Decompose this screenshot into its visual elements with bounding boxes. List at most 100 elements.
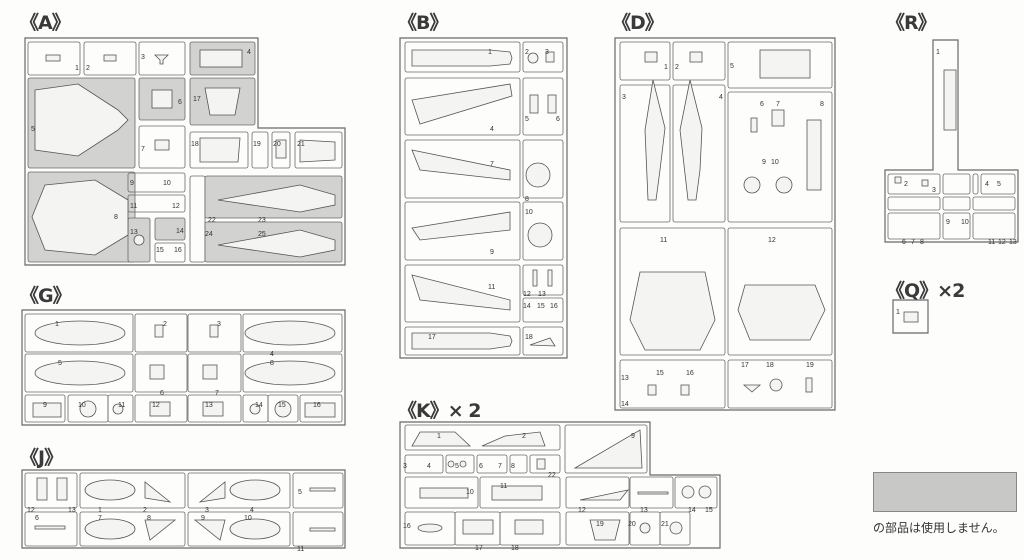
part-number: 9 <box>631 433 635 440</box>
part-cell <box>138 125 186 169</box>
part-outline <box>34 525 66 530</box>
sprue-q: 1 <box>892 299 929 334</box>
part-number: 16 <box>313 402 321 409</box>
part-outline <box>681 485 695 499</box>
part-number: 15 <box>656 370 664 377</box>
part-number: 1 <box>936 49 940 56</box>
sprue-frame <box>614 37 836 411</box>
part-number: 4 <box>719 94 723 101</box>
part-number: 5 <box>58 360 62 367</box>
part-number: 9 <box>130 180 134 187</box>
part-outline <box>411 332 513 350</box>
part-outline <box>299 139 336 163</box>
part-number: 12 <box>27 507 35 514</box>
part-outline <box>637 491 669 495</box>
part-number: 15 <box>278 402 286 409</box>
part-number: 5 <box>997 181 1001 188</box>
part-number: 12 <box>578 507 586 514</box>
part-number: 3 <box>545 49 549 56</box>
part-cell <box>942 212 971 240</box>
part-outline <box>154 54 169 65</box>
part-outline <box>275 139 287 159</box>
part-outline <box>573 429 643 469</box>
part-outline <box>204 87 241 116</box>
part-cell <box>476 454 508 474</box>
part-cell <box>659 511 691 546</box>
part-outline <box>103 54 117 62</box>
part-outline <box>217 184 336 213</box>
part-cell <box>727 91 833 223</box>
part-number: 9 <box>43 402 47 409</box>
part-number: 6 <box>902 239 906 246</box>
part-outline <box>56 477 68 501</box>
part-number: 14 <box>688 507 696 514</box>
part-outline <box>459 460 467 468</box>
part-outline <box>411 49 513 67</box>
part-outline <box>894 176 902 184</box>
part-number: 7 <box>911 239 915 246</box>
part-cell <box>24 313 134 353</box>
part-number: 9 <box>201 515 205 522</box>
part-outline <box>144 519 177 541</box>
part-cell <box>619 84 671 223</box>
part-cell <box>267 394 299 423</box>
part-outline <box>629 271 716 351</box>
part-number: 16 <box>403 523 411 530</box>
part-outline <box>149 364 165 380</box>
part-cell <box>522 297 564 323</box>
part-outline <box>411 83 513 125</box>
part-number: 17 <box>741 362 749 369</box>
part-number: 4 <box>427 463 431 470</box>
part-number: 8 <box>525 196 529 203</box>
part-outline <box>743 176 761 194</box>
part-outline <box>411 149 511 181</box>
part-outline <box>202 401 224 417</box>
part-cell <box>187 313 242 353</box>
part-cell <box>154 242 186 263</box>
part-cell <box>565 511 630 546</box>
part-cell <box>187 511 291 547</box>
part-cell <box>619 227 726 356</box>
part-cell <box>127 172 186 193</box>
part-number: 9 <box>762 159 766 166</box>
part-outline <box>79 400 97 418</box>
part-number: 9 <box>490 249 494 256</box>
part-outline <box>759 49 811 79</box>
part-number: 13 <box>1009 239 1017 246</box>
part-cell <box>404 454 444 474</box>
part-outline <box>144 481 172 503</box>
sprue-title-k: 《K》× 2 <box>398 400 481 422</box>
part-outline <box>903 311 919 323</box>
part-number: 7 <box>776 101 780 108</box>
part-number: 22 <box>548 472 556 479</box>
part-cell <box>79 472 186 509</box>
sprue-frame <box>892 299 929 334</box>
part-number: 10 <box>961 219 969 226</box>
part-cell <box>187 472 291 509</box>
part-number: 18 <box>511 545 519 552</box>
part-number: 11 <box>660 237 667 244</box>
part-cell <box>404 41 521 73</box>
part-outline <box>805 377 813 393</box>
part-number: 4 <box>985 181 989 188</box>
part-number: 10 <box>525 209 533 216</box>
part-cell <box>404 139 521 199</box>
part-number: 4 <box>270 351 274 358</box>
part-outline <box>209 324 219 338</box>
part-outline <box>199 49 243 68</box>
part-outline <box>943 69 957 131</box>
part-outline <box>669 521 683 535</box>
part-number: 6 <box>479 463 483 470</box>
part-number: 13 <box>538 291 546 298</box>
part-number: 22 <box>208 217 216 224</box>
part-cell <box>727 227 833 356</box>
part-cell <box>27 41 81 76</box>
part-cell <box>251 131 269 169</box>
part-cell <box>564 424 648 474</box>
part-cell <box>942 173 971 195</box>
part-cell <box>619 359 726 409</box>
